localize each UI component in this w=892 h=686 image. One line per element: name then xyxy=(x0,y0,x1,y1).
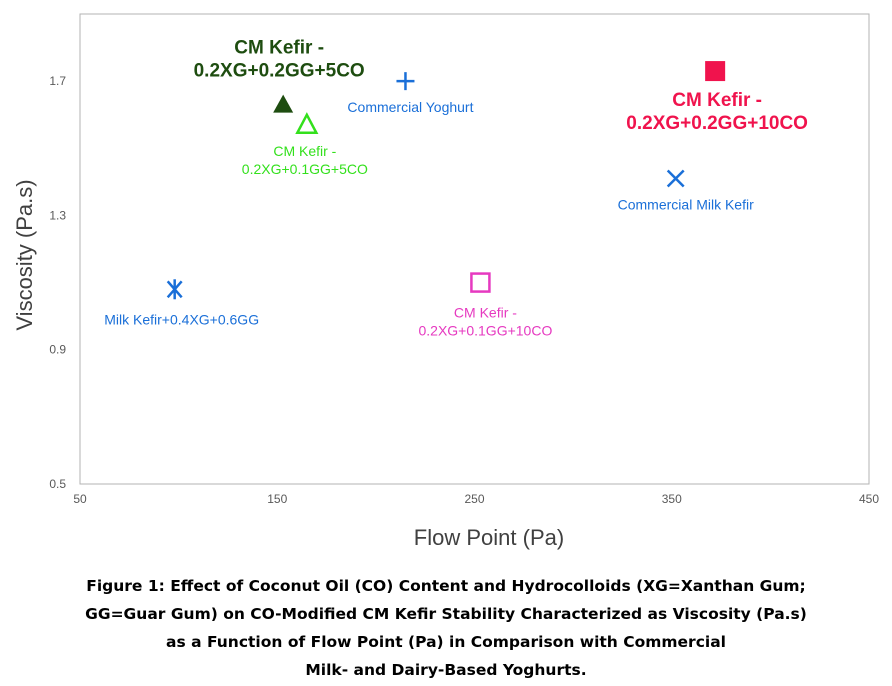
data-label-line: Commercial Milk Kefir xyxy=(618,197,754,213)
data-label: Commercial Milk Kefir xyxy=(618,197,754,213)
point-plus xyxy=(396,72,415,91)
x-axis-title: Flow Point (Pa) xyxy=(414,525,564,550)
data-points xyxy=(166,61,726,300)
data-label-line: 0.2XG+0.1GG+10CO xyxy=(418,323,552,339)
data-label: CM Kefir -0.2XG+0.2GG+5CO xyxy=(194,38,365,82)
point-asterisk xyxy=(166,279,183,300)
x-tick-label: 150 xyxy=(267,492,287,506)
y-axis-ticks: 0.5 0.9 1.3 1.7 xyxy=(49,74,66,491)
point-x xyxy=(666,169,685,188)
caption-line: as a Function of Flow Point (Pa) in Comp… xyxy=(166,633,726,651)
caption-line: GG=Guar Gum) on CO-Modified CM Kefir Sta… xyxy=(85,605,807,623)
point-triangle-filled xyxy=(273,94,294,113)
data-label-line: 0.2XG+0.1GG+5CO xyxy=(242,161,368,177)
point-square-filled xyxy=(705,61,726,82)
y-tick-label: 0.5 xyxy=(49,477,66,491)
x-tick-label: 250 xyxy=(464,492,484,506)
data-label: Commercial Yoghurt xyxy=(347,99,473,115)
x-tick-label: 50 xyxy=(73,492,87,506)
x-tick-label: 450 xyxy=(859,492,879,506)
data-label: CM Kefir - 0.2XG+0.1GG+5CO xyxy=(242,143,368,177)
data-label-line: CM Kefir - xyxy=(273,143,336,159)
caption-line: Figure 1: Effect of Coconut Oil (CO) Con… xyxy=(86,577,806,595)
data-label-line: CM Kefir - xyxy=(454,305,517,321)
point-triangle-open xyxy=(295,112,319,135)
data-label-line: Milk Kefir+0.4XG+0.6GG xyxy=(104,311,259,327)
x-axis-ticks: 50 150 250 350 450 xyxy=(73,492,879,506)
plot-frame xyxy=(79,13,870,485)
y-tick-label: 1.7 xyxy=(49,74,66,88)
data-label: Milk Kefir+0.4XG+0.6GG xyxy=(104,311,259,327)
data-label-line: CM Kefir - xyxy=(672,90,762,111)
y-tick-label: 0.9 xyxy=(49,343,66,357)
data-label: CM Kefir - 0.2XG+0.1GG+10CO xyxy=(418,305,552,339)
data-label-line: CM Kefir - xyxy=(234,38,324,59)
data-label-line: 0.2XG+0.2GG+5CO xyxy=(194,61,365,82)
x-tick-label: 350 xyxy=(662,492,682,506)
point-square-open xyxy=(470,272,491,293)
y-tick-label: 1.3 xyxy=(49,208,66,222)
data-label: CM Kefir -0.2XG+0.2GG+10CO xyxy=(626,90,808,134)
caption-line: Milk- and Dairy-Based Yoghurts. xyxy=(305,661,587,679)
data-label-line: 0.2XG+0.2GG+10CO xyxy=(626,113,808,134)
data-label-line: Commercial Yoghurt xyxy=(347,99,473,115)
figure-caption: Figure 1: Effect of Coconut Oil (CO) Con… xyxy=(0,572,892,684)
y-axis-title: Viscosity (Pa.s) xyxy=(12,179,37,330)
